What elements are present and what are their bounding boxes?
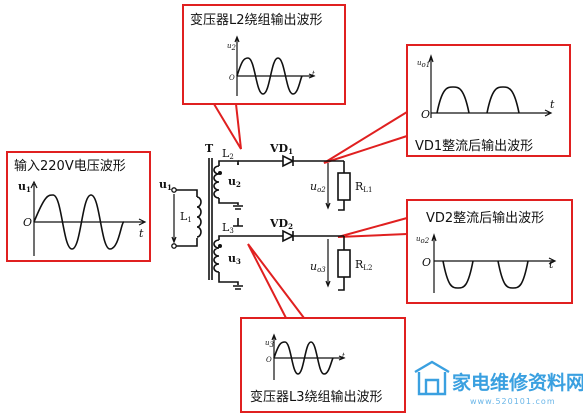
rl2-label: RL2 [355, 258, 372, 272]
vd2-y-label: uo2 [416, 235, 430, 245]
l2-sine-wave [236, 57, 303, 95]
rl1-label: RL1 [355, 180, 372, 194]
rl1-resistor [337, 172, 351, 201]
l2-coil [213, 165, 220, 199]
vd2-x-axis [434, 257, 557, 265]
l2-label: L2 [222, 147, 234, 161]
input-terminal-bottom [171, 243, 177, 249]
l3-origin-label: O [266, 356, 272, 364]
uo2-arrow [325, 163, 331, 210]
l3-dot [218, 244, 222, 248]
pointer-vd1 [323, 111, 408, 164]
l2-y-axis [234, 35, 240, 96]
l3-t-label: t [342, 352, 345, 360]
l1-label: L1 [180, 210, 192, 224]
watermark-url: www.520101.com [470, 397, 556, 406]
l2-dot [218, 171, 222, 175]
transformer-core [208, 158, 213, 280]
input-sine-wave [33, 194, 125, 250]
vd2-origin-label: O [422, 256, 431, 269]
transformer-label: T [205, 142, 214, 155]
pointer-l3 [247, 243, 305, 319]
l3-ground [233, 218, 243, 290]
l2-ground [233, 163, 243, 210]
input-waveform-box: 输入220V电压波形 u1 O t [6, 151, 151, 262]
vd2-caption: VD2整流后输出波形 [426, 210, 544, 226]
uo2-label: uo2 [310, 180, 326, 194]
input-terminal-top [171, 187, 177, 193]
vd2-t-label: t [549, 258, 554, 271]
watermark: 家电维修资料网 www.520101.com [414, 360, 583, 406]
l3-wires [218, 235, 272, 285]
vd1-y-label: uo1 [417, 59, 430, 69]
l3-x-axis [274, 355, 346, 361]
l3-sine-wave [273, 341, 334, 375]
l2-waveform-box: 变压器L2绕组输出波形 u2 O t [182, 4, 346, 105]
primary-coil [196, 196, 202, 238]
vd1-x-axis [431, 109, 553, 117]
u2-label: u2 [228, 175, 241, 189]
input-t-label: t [139, 227, 144, 240]
pointer-vd2 [337, 217, 408, 238]
input-origin-label: O [23, 216, 32, 229]
pointer-l2 [213, 103, 242, 150]
vd1-t-label: t [550, 98, 555, 111]
vd2-rectified-wave [442, 260, 529, 289]
input-caption: 输入220V电压波形 [14, 158, 126, 174]
u3-label: u3 [228, 252, 241, 266]
uo3-arrow [325, 239, 331, 288]
vd1-y-axis [428, 54, 434, 118]
l3-label: L3 [222, 221, 234, 235]
svg-text:VD1: VD1 [269, 142, 293, 156]
l2-y-label: u2 [227, 42, 237, 52]
u1-label: u1 [159, 178, 172, 192]
l3-caption: 变压器L3绕组输出波形 [250, 389, 383, 405]
l3-y-label: u3 [265, 339, 275, 349]
rl2-wires [338, 236, 345, 291]
vd2-waveform-box: VD2整流后输出波形 uo2 O t [406, 199, 573, 304]
l2-x-axis [237, 73, 316, 79]
vd1-origin-label: O [421, 108, 430, 121]
primary-wires [176, 189, 198, 247]
watermark-text: 家电维修资料网 [452, 371, 583, 394]
input-x-axis [34, 218, 147, 226]
vd1-caption: VD1整流后输出波形 [415, 138, 533, 154]
u1-arrow [171, 194, 177, 244]
uo3-label: uo3 [310, 260, 326, 274]
vd1-waveform-box: VD1整流后输出波形 uo1 O t [406, 44, 571, 157]
rl1-wires [338, 161, 345, 211]
watermark-logo [414, 360, 450, 396]
circuit: u1 L1 T L2 u2 VD1 RL1 uo2 L3 u3 [159, 142, 372, 291]
l3-coil [213, 239, 220, 273]
l2-caption: 变压器L2绕组输出波形 [190, 12, 323, 28]
vd2-y-axis [431, 233, 437, 293]
input-y-label: u1 [18, 180, 31, 194]
l2-origin-label: O [229, 74, 235, 82]
vd2-diode: VD2 [269, 217, 344, 243]
l3-waveform-box: 变压器L3绕组输出波形 u3 O t [240, 317, 406, 413]
vd1-rectified-wave [436, 86, 520, 114]
callout-pointers [213, 103, 408, 319]
rl2-resistor [337, 249, 351, 278]
vd1-diode: VD1 [269, 142, 344, 168]
l2-t-label: t [312, 70, 315, 78]
svg-text:VD2: VD2 [269, 217, 293, 231]
